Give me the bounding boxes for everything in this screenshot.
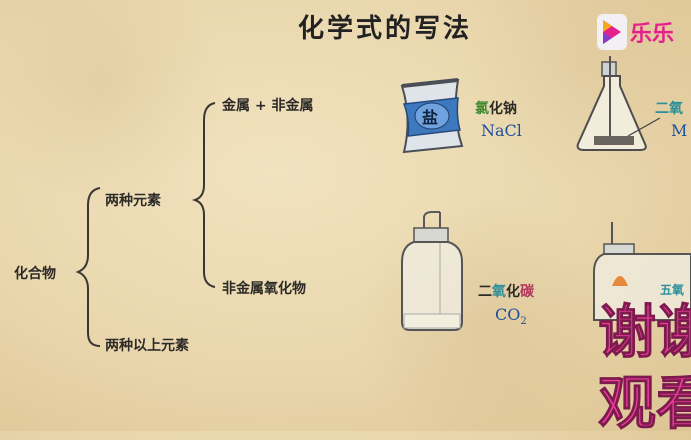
mno2-chinese-name: 二氧 [655, 101, 683, 117]
partial-bottle-illustration [593, 222, 691, 321]
illustrations [75, 56, 691, 347]
co2-formula: CO2 [495, 305, 527, 328]
p2o5-chinese-name: 五氧 [660, 283, 685, 297]
gas-bottle-illustration [401, 211, 463, 331]
tree-multi-elements-label: 两种以上元素 [105, 338, 189, 354]
brace-root [75, 187, 101, 347]
salt-bag-label: 盐 [422, 108, 439, 127]
logo-text: 乐乐 [630, 22, 675, 47]
co2-chinese-name: 二氧化碳 [478, 284, 534, 300]
page-title: 化学式的写法 [297, 14, 472, 44]
lele-logo-icon [597, 14, 627, 50]
brace-two-elements [191, 102, 216, 288]
thanks-overlay-line2: 观看 [597, 369, 691, 438]
nacl-chinese-name: 氯化钠 [475, 101, 517, 117]
mno2-formula: M [671, 121, 688, 140]
nacl-formula: NaCl [481, 121, 522, 140]
salt-bag-illustration [400, 78, 464, 154]
tree-nonmetal-oxide-label: 非金属氧化物 [222, 281, 306, 297]
conical-flask-illustration [576, 56, 661, 151]
thanks-overlay-line1: 谢谢 [597, 298, 691, 367]
tree-metal-nonmetal-label: 金属 + 非金属 [222, 98, 314, 114]
tree-root-label: 化合物 [14, 266, 56, 282]
tree-two-elements-label: 两种元素 [105, 193, 161, 209]
